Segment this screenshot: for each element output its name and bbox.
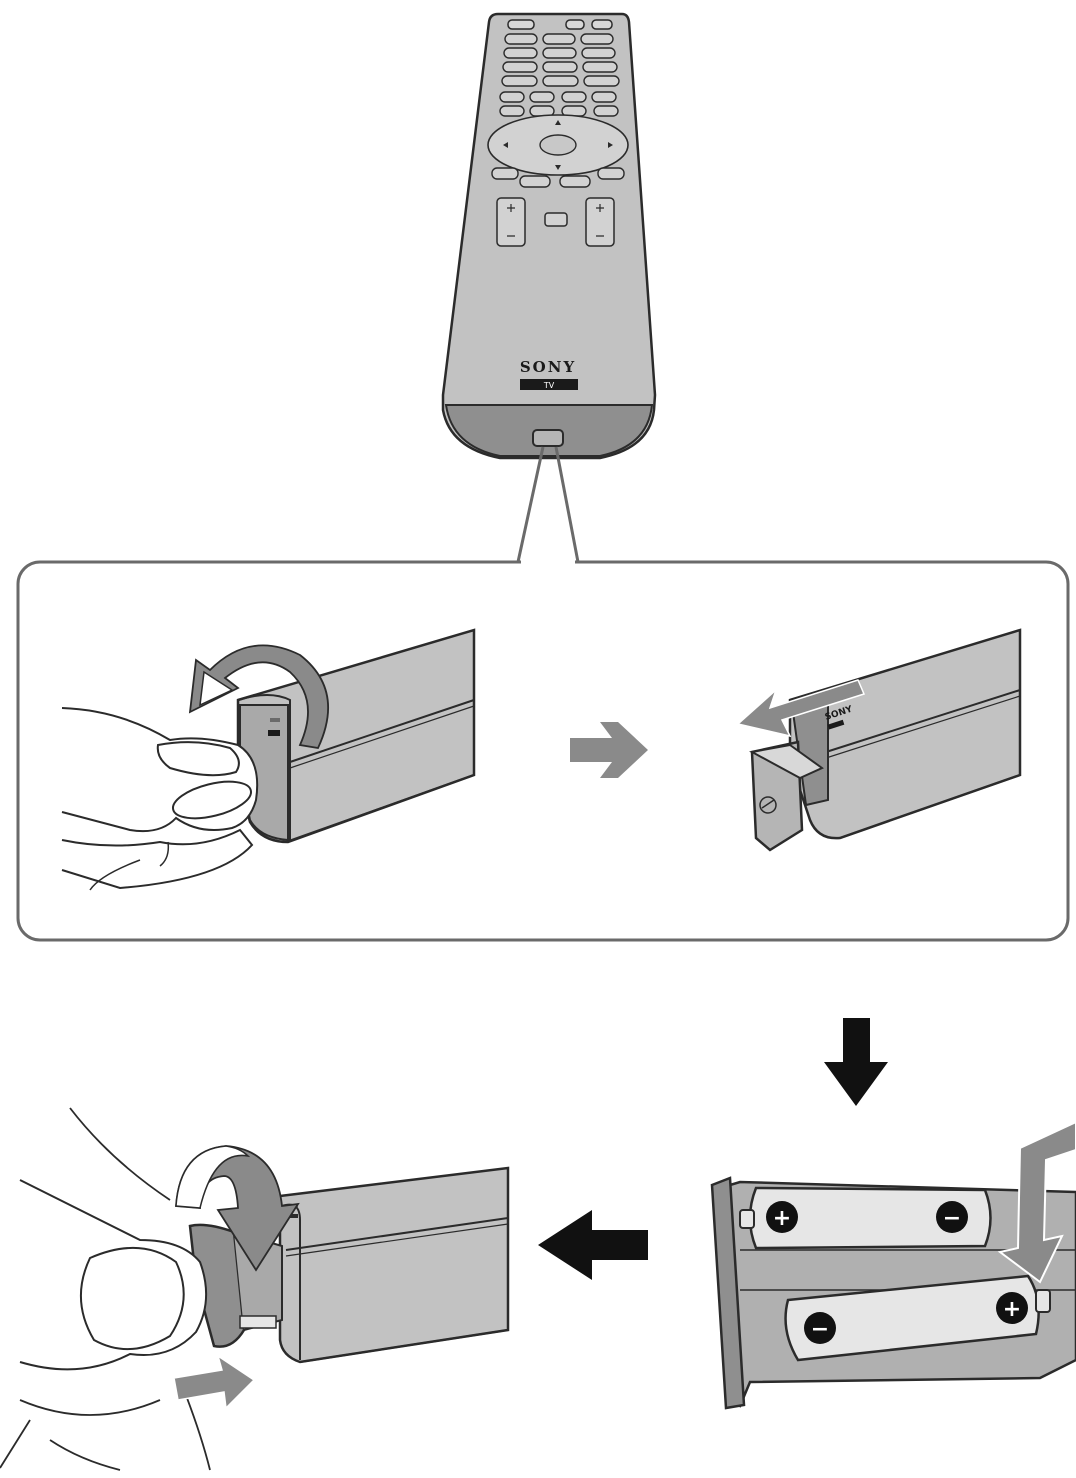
remote-tv-label: TV — [543, 381, 555, 390]
back-step-arrow-icon — [538, 1210, 648, 1280]
remote-function-buttons — [499, 91, 619, 117]
step-close-cover — [0, 1107, 510, 1471]
battery-upper: + − — [739, 1186, 992, 1250]
channel-rocker — [585, 197, 615, 247]
step-insert-batteries: + − − + — [710, 1120, 1076, 1410]
battery-upper-minus: − — [943, 1206, 961, 1231]
push-arrow-icon — [173, 1354, 256, 1410]
remote-top-buttons — [507, 19, 613, 30]
slide-arrow-icon — [736, 679, 866, 738]
down-step-arrow-icon — [824, 1018, 888, 1106]
battery-lower-plus: + — [1003, 1297, 1021, 1322]
battery-lower-minus: − — [811, 1317, 829, 1342]
remote-number-pad — [501, 33, 620, 87]
remote-navigation-pad — [487, 114, 629, 176]
step-press-cover — [61, 628, 476, 891]
zoom-connector — [516, 446, 580, 563]
next-step-arrow-icon — [570, 722, 648, 778]
remote-colour-buttons — [491, 167, 625, 188]
remote-tv-badge — [520, 379, 578, 390]
battery-upper-plus: + — [773, 1206, 791, 1231]
volume-rocker — [496, 197, 526, 247]
remote-rockers — [496, 197, 615, 247]
mute-button — [544, 212, 568, 227]
remote-control-top-view: SONY TV — [441, 12, 657, 460]
insert-battery-arrow-icon — [997, 1120, 1076, 1284]
step-slide-cover: SONY — [736, 628, 1022, 852]
rotate-arrow-icon — [188, 644, 330, 750]
cover-release-slot — [532, 429, 564, 447]
battery-lower: − + — [784, 1274, 1051, 1362]
remote-brand-logo: SONY — [520, 358, 576, 376]
